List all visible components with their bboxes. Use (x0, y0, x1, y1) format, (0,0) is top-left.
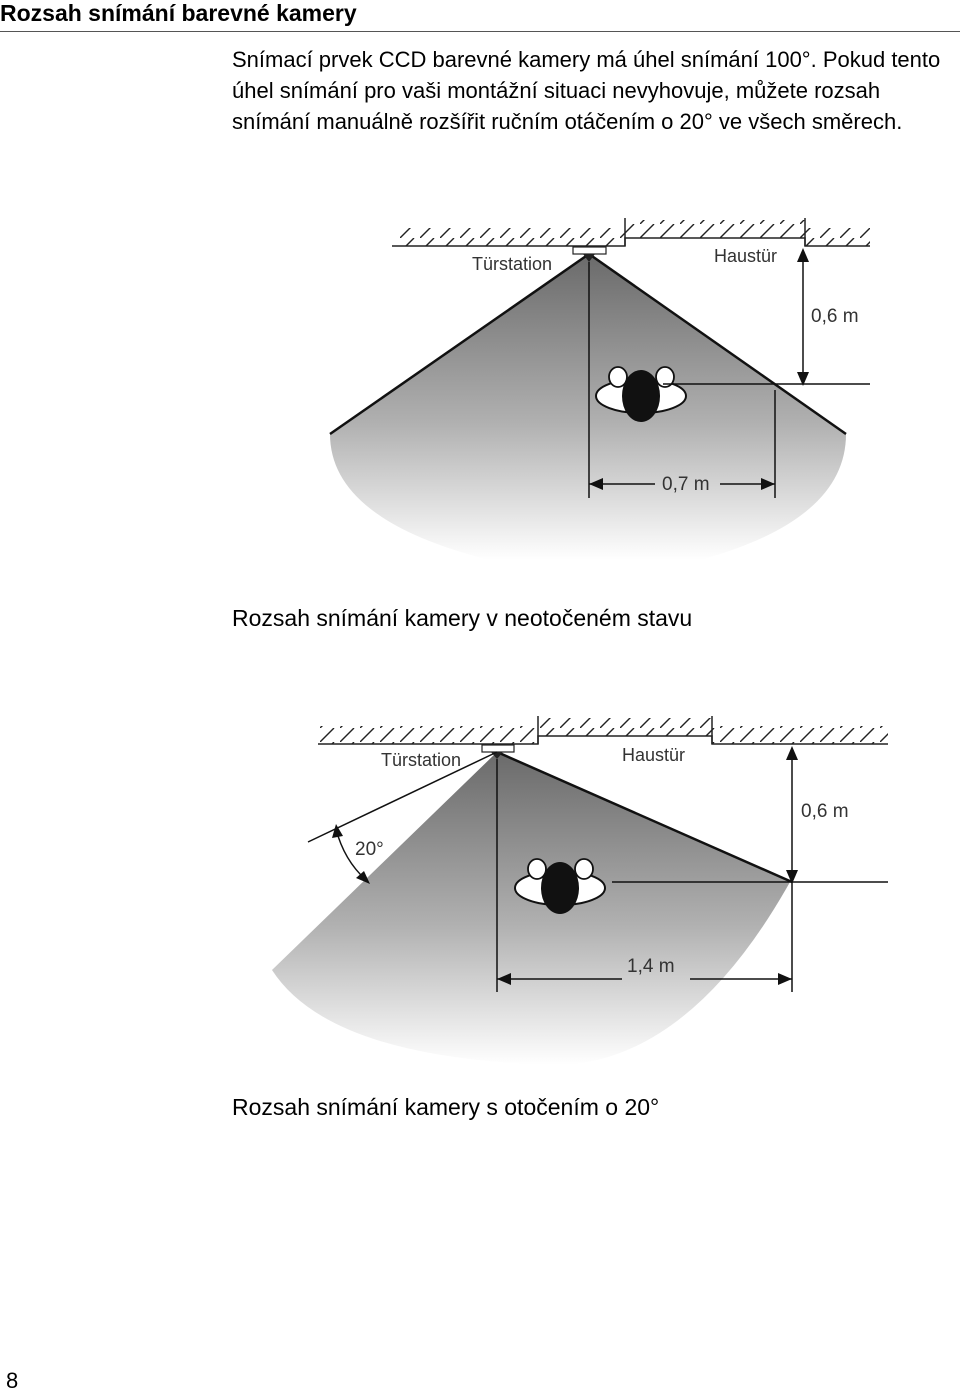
person-icon (514, 858, 606, 914)
door-station-camera (572, 246, 607, 255)
wall-hatch-middle (538, 718, 712, 736)
angle-label: 20° (355, 839, 384, 860)
person-icon (595, 366, 687, 422)
coverage-area (272, 752, 790, 1065)
label-tuerstation: Türstation (381, 750, 461, 770)
dimension-vertical: 0,6 m (801, 801, 849, 822)
header-divider (0, 31, 960, 32)
wall-hatch-middle (625, 220, 805, 238)
wall-line (392, 237, 870, 247)
figure-unrotated: Türstation Haustür 0,6 m 0,7 m (0, 200, 960, 580)
label-haustuer: Haustür (714, 246, 777, 266)
label-tuerstation: Türstation (472, 254, 552, 274)
dimension-vertical: 0,6 m (811, 306, 859, 327)
section-title: Rozsah snímání barevné kamery (0, 0, 357, 26)
dimension-horizontal: 0,7 m (662, 474, 710, 495)
wall-hatch-right (712, 726, 888, 744)
wall-hatch-left (320, 726, 538, 744)
wall-line (318, 735, 888, 745)
coverage-area (330, 254, 846, 560)
wall-hatch-left (395, 228, 625, 246)
figure2-caption: Rozsah snímání kamery s otočením o 20° (232, 1094, 660, 1120)
dimension-horizontal: 1,4 m (627, 956, 675, 977)
page-number: 8 (6, 1368, 19, 1393)
wall-hatch-right (805, 228, 870, 246)
intro-paragraph: Snímací prvek CCD barevné kamery má úhel… (232, 47, 941, 134)
figure-rotated: Türstation Haustür 20° 0,6 m 1,4 m (0, 700, 960, 1080)
figure1-caption: Rozsah snímání kamery v neotočeném stavu (232, 605, 693, 631)
label-haustuer: Haustür (622, 745, 685, 765)
door-station-camera (481, 744, 515, 753)
